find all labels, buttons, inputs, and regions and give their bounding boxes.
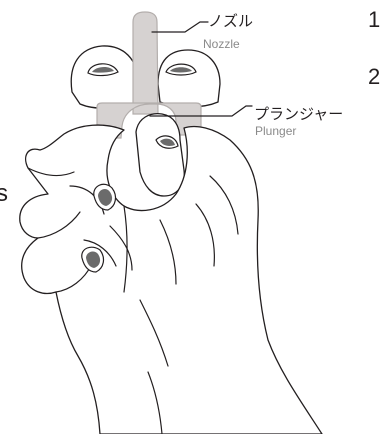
- middle-fingertip: [158, 50, 220, 107]
- hand-front: [20, 114, 322, 434]
- index-fingertip: [71, 46, 138, 108]
- step-number-1: 1: [368, 7, 380, 32]
- plunger-label-en: Plunger: [255, 124, 296, 138]
- nozzle-label-jp: ノズル: [208, 12, 253, 30]
- plunger-label-jp: プランジャー: [254, 105, 343, 123]
- nozzle-label-en: Nozzle: [203, 37, 240, 51]
- nozzle-leader-line: [152, 22, 208, 32]
- nozzle-shape: [133, 12, 158, 114]
- step-number-2: 2: [368, 64, 380, 89]
- side-text-fragment: s: [0, 180, 8, 207]
- thumb: [136, 114, 184, 196]
